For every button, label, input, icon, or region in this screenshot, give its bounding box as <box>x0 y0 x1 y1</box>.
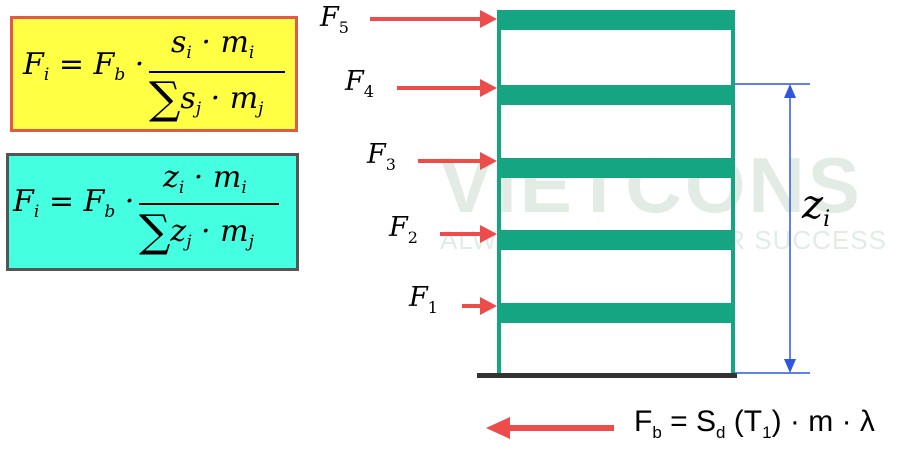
height-label: zi <box>802 182 831 232</box>
force-label-3: F3 <box>367 139 396 174</box>
force-arrow-2 <box>440 225 497 243</box>
formula2-lhs: Fi = Fb · <box>13 184 135 222</box>
formula-box-height-distribution: Fi = Fb · zi · mi ∑zj · mj <box>6 153 299 271</box>
force-label-2: F2 <box>389 212 418 247</box>
height-dimension <box>735 83 810 374</box>
slab-5 <box>497 10 735 30</box>
formula1-lhs: Fi = Fb · <box>23 47 145 85</box>
force-label-5: F5 <box>320 2 349 37</box>
force-arrow-3 <box>418 152 497 170</box>
formula1-fraction-bar <box>149 71 285 73</box>
formula1-numerator: si · mi <box>171 25 255 63</box>
ground-line <box>477 373 737 378</box>
force-arrow-5 <box>370 10 497 28</box>
slab-4 <box>497 85 735 105</box>
formula1-denominator: ∑sj · mj <box>149 73 264 124</box>
slab-1 <box>497 303 735 323</box>
formula2-fraction-bar <box>139 203 279 205</box>
formula2-denominator: ∑zj · mj <box>139 206 254 257</box>
right-column <box>731 10 735 374</box>
formula-box-mass-distribution: Fi = Fb · si · mi ∑sj · mj <box>10 16 298 132</box>
force-arrow-1 <box>462 297 497 315</box>
formula2-numerator: zi · mi <box>163 160 247 198</box>
base-shear-arrow <box>486 417 614 439</box>
force-label-4: F4 <box>345 66 374 101</box>
force-label-1: F1 <box>409 282 438 317</box>
force-arrow-4 <box>397 79 497 97</box>
slab-3 <box>497 158 735 178</box>
base-shear-formula: Fb = Sd (T1) · m · λ <box>634 405 875 442</box>
slab-2 <box>497 230 735 250</box>
left-column <box>497 10 501 374</box>
